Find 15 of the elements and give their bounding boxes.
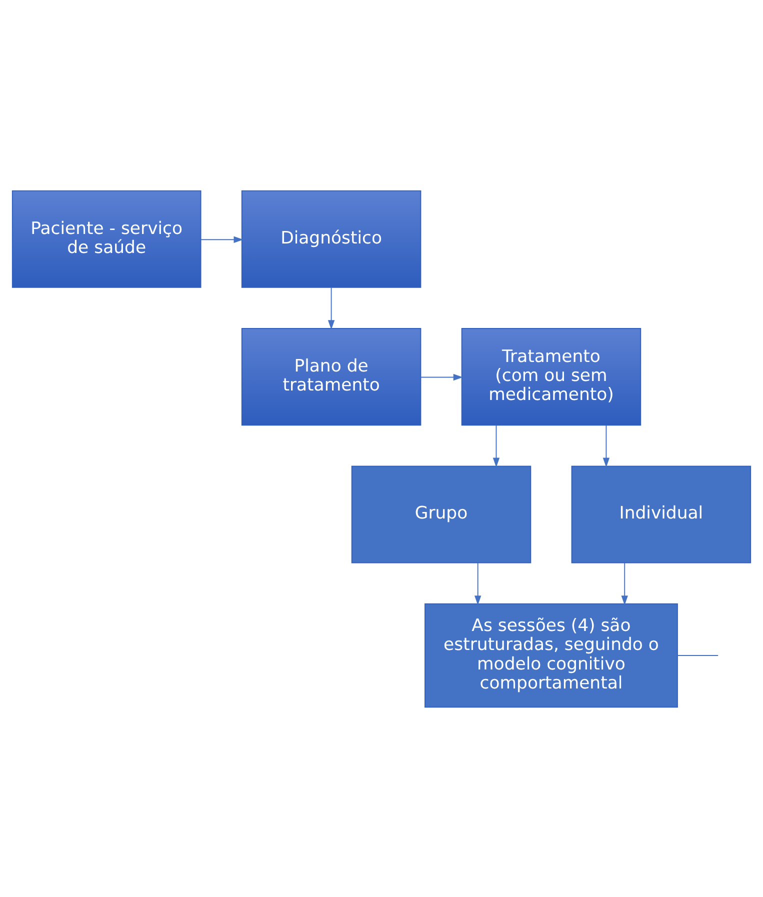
arrow	[420, 373, 463, 380]
node-box: Grupo	[351, 465, 532, 563]
node-box: Plano de tratamento	[241, 328, 422, 426]
node-box: As sessões (4) são estruturadas, seguindo o modelo cognitivo comportamental	[424, 602, 678, 708]
node-box: Paciente - serviço de saúde	[12, 190, 202, 288]
arrow	[492, 424, 500, 467]
node-box: Individual	[571, 465, 752, 563]
arrow	[200, 236, 244, 242]
arrow	[474, 562, 482, 605]
node-box: Tratamento (com ou sem medicamento)	[461, 328, 642, 426]
arrow	[328, 286, 335, 330]
node-box: Diagnóstico	[241, 190, 422, 288]
arrow	[621, 562, 628, 605]
arrow	[602, 424, 610, 467]
connector	[677, 654, 719, 656]
